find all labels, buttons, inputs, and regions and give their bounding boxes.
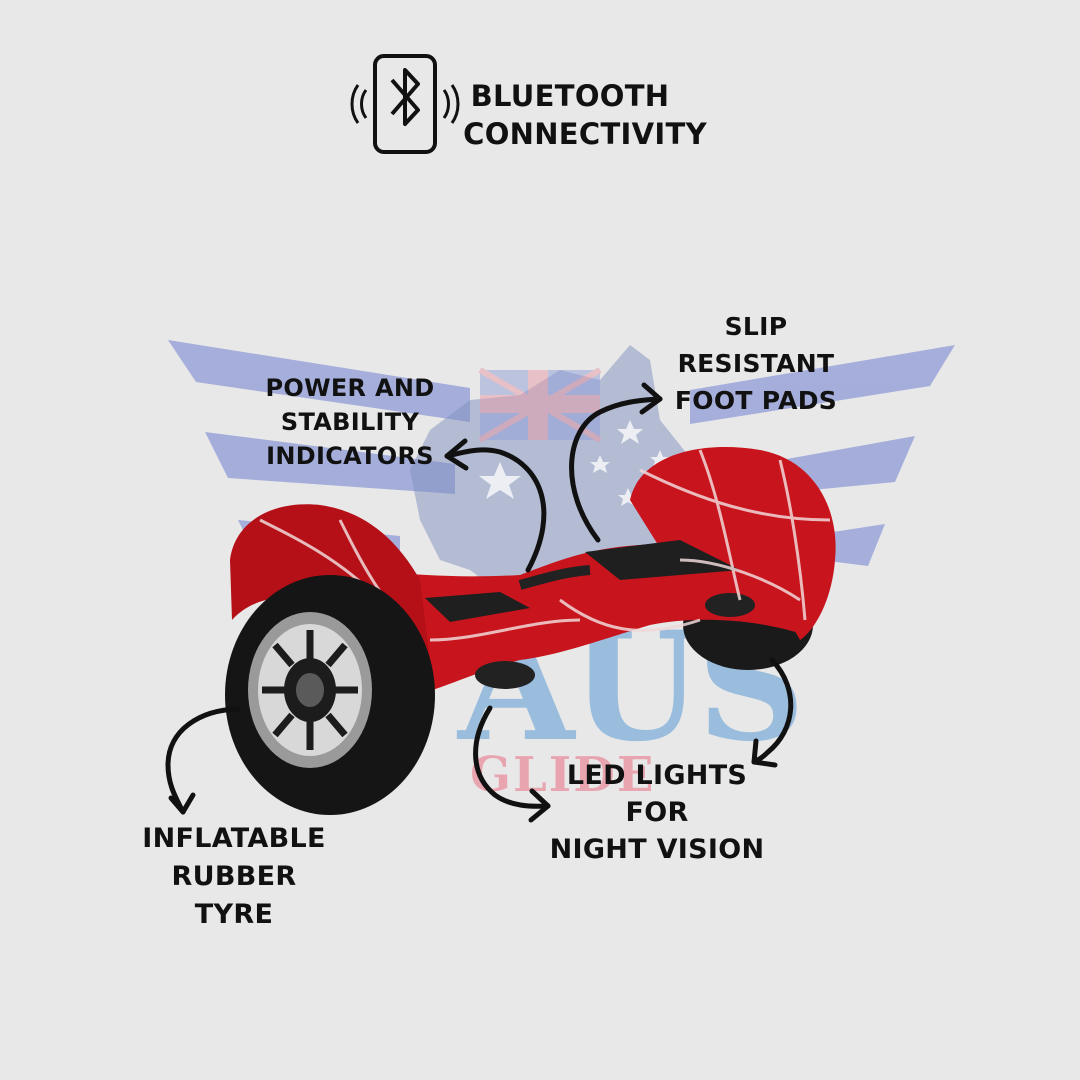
arrow-power-head xyxy=(444,438,469,471)
arrow-led-left xyxy=(473,705,551,809)
led-light xyxy=(705,593,755,617)
led-label-line: LED LIGHTS xyxy=(566,760,748,791)
front-wheel xyxy=(225,575,435,815)
power-feature-label: POWER AND STABILITY INDICATORS xyxy=(258,371,442,473)
led-label-line: FOR xyxy=(625,797,689,828)
pads-label-line: FOOT PADS xyxy=(674,386,838,415)
power-label-line: STABILITY xyxy=(280,408,420,436)
left-foot-pad xyxy=(425,592,530,622)
tyre-label-line: TYRE xyxy=(194,899,274,930)
power-label-line: INDICATORS xyxy=(266,442,434,470)
arrow-tyre xyxy=(165,706,241,815)
led-light xyxy=(475,661,535,689)
arrow-pads-head xyxy=(639,382,663,415)
pads-label-line: RESISTANT xyxy=(677,349,835,378)
bluetooth-label-line: BLUETOOTH xyxy=(470,79,670,113)
foot-pads-feature-label: SLIP RESISTANT FOOT PADS xyxy=(668,308,844,419)
led-label-line: NIGHT VISION xyxy=(549,834,765,865)
power-label-line: POWER AND xyxy=(265,374,435,402)
bluetooth-label-line: CONNECTIVITY xyxy=(463,117,707,151)
arrow-led-right xyxy=(751,657,794,765)
arrow-pads xyxy=(569,396,663,543)
pads-label-line: SLIP xyxy=(724,312,788,341)
tyre-label-line: INFLATABLE xyxy=(142,823,326,854)
arrow-tyre-head xyxy=(168,792,196,815)
arrow-power xyxy=(444,447,547,573)
watermark-brand-subtext: GLIDE xyxy=(470,747,656,803)
tyre-feature-label: INFLATABLE RUBBER TYRE xyxy=(138,820,330,934)
tyre-label-line: RUBBER xyxy=(171,861,297,892)
indicator-strip xyxy=(518,565,591,590)
bluetooth-feature-label: BLUETOOTH CONNECTIVITY xyxy=(460,77,710,153)
right-foot-pad xyxy=(585,540,740,580)
led-feature-label: LED LIGHTS FOR NIGHT VISION xyxy=(548,757,766,868)
arrow-led-right-head xyxy=(751,738,778,768)
arrow-led-left-head xyxy=(528,788,551,823)
